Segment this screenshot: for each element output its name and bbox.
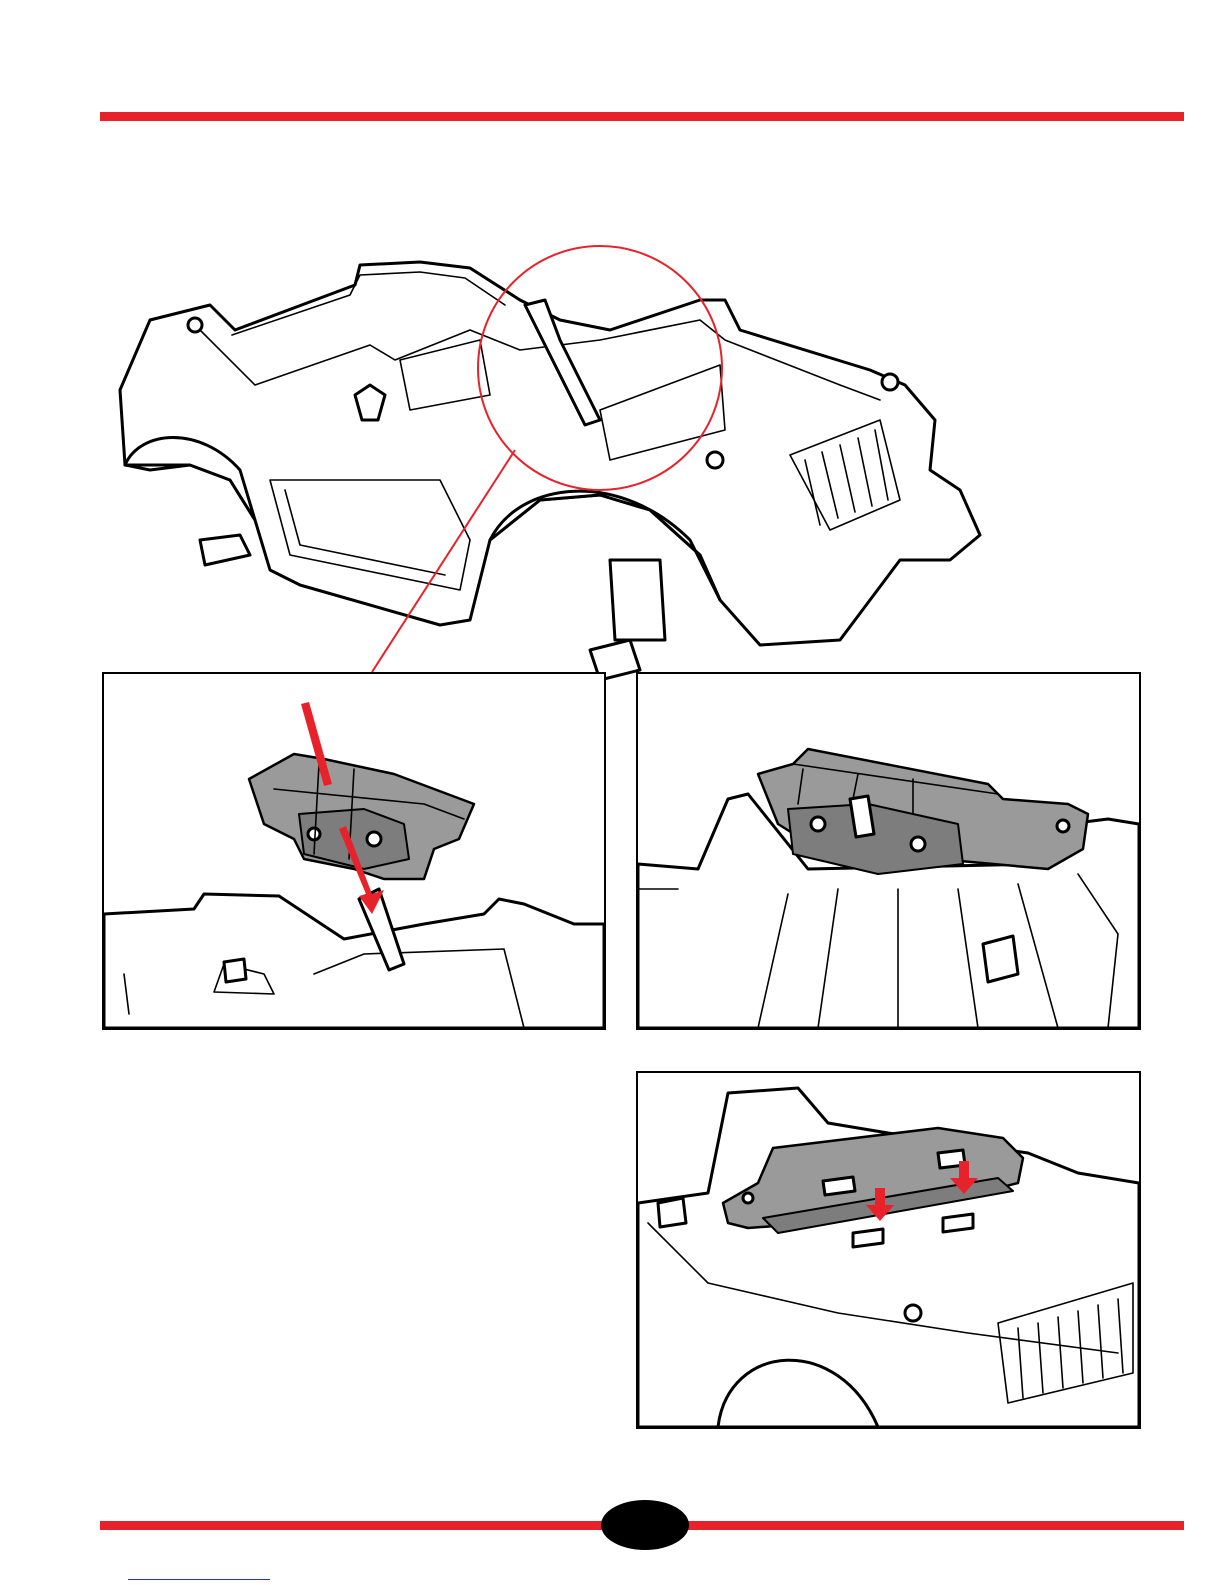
step-b-panel <box>636 672 1141 1030</box>
step-b-illustration <box>638 674 1139 1028</box>
step-a-illustration <box>104 674 604 1028</box>
step-a-panel <box>102 672 606 1030</box>
page-number-badge <box>601 1500 689 1550</box>
footer-link-underline[interactable] <box>128 1579 270 1580</box>
car-body-illustration <box>0 0 1225 680</box>
step-c-illustration <box>638 1073 1139 1427</box>
car-body-outline <box>120 262 980 680</box>
step-c-panel <box>636 1071 1141 1429</box>
